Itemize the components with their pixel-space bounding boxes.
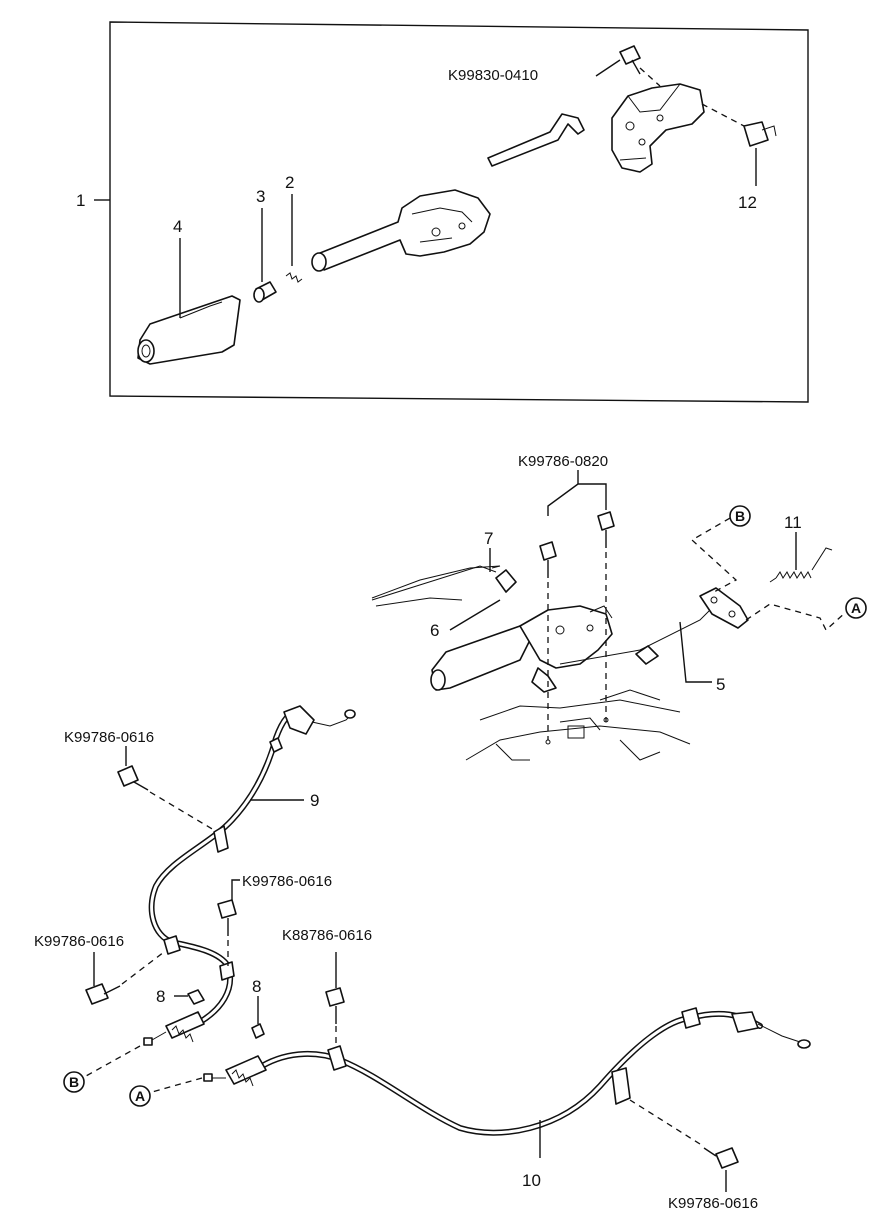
lever-bolt-left [539, 541, 557, 578]
lever-assembly-box [94, 21, 809, 403]
lever-body [311, 189, 491, 272]
rear-cable-9 [143, 705, 356, 1046]
lever-grip [137, 295, 241, 365]
part-code-lever-bolts: K99786-0820 [518, 453, 608, 470]
connector-b-circle [729, 505, 751, 527]
connector-a-left: A [135, 1088, 145, 1104]
callout-4: 4 [173, 217, 182, 236]
connector-a-circle [845, 597, 867, 619]
bolt-cable9-upper [117, 765, 149, 791]
lever-rod [487, 113, 585, 167]
button-spring [285, 272, 303, 283]
connector-a-right: A [851, 600, 861, 616]
cable-equalizer [699, 587, 749, 629]
part-code-top-bolt: K99830-0410 [448, 67, 538, 84]
cable-guide [635, 645, 659, 665]
callout-5: 5 [716, 675, 725, 694]
clip-8-right [251, 1023, 265, 1039]
part-code-cable9-mid: K99786-0616 [242, 873, 332, 890]
callout-12: 12 [738, 193, 757, 212]
brake-switch [743, 121, 777, 147]
installed-lever [430, 605, 613, 693]
callout-10: 10 [522, 1171, 541, 1190]
bolt-cable10-mid [325, 987, 345, 1024]
lever-bolt-right [597, 511, 615, 548]
callout-1: 1 [76, 191, 85, 210]
callout-9: 9 [310, 791, 319, 810]
callout-8-right: 8 [252, 977, 261, 996]
lever-bracket [611, 83, 705, 173]
bracket-bolt [619, 45, 641, 75]
callout-2: 2 [285, 173, 294, 192]
connector-b-right: B [735, 508, 745, 524]
release-button [253, 281, 277, 303]
bolt-cable9-mid [217, 899, 237, 936]
part-code-cable10-right: K99786-0616 [668, 1195, 758, 1212]
callout-8-left: 8 [156, 987, 165, 1006]
bolt-cable9-left [85, 983, 121, 1005]
connector-a-left-circle [129, 1085, 151, 1107]
connector-b-left: B [69, 1074, 79, 1090]
return-spring [769, 547, 833, 583]
bolt-cable10-right [703, 1147, 739, 1169]
callout-3: 3 [256, 187, 265, 206]
callout-7: 7 [484, 529, 493, 548]
part-code-cable10-mid: K88786-0616 [282, 927, 372, 944]
callout-6: 6 [430, 621, 439, 640]
adjuster-nut [491, 565, 517, 593]
connector-b-left-circle [63, 1071, 85, 1093]
rear-cable-10 [203, 1007, 811, 1136]
part-code-cable9-left: K99786-0616 [34, 933, 124, 950]
part-code-cable9-upper: K99786-0616 [64, 729, 154, 746]
clip-8-left [187, 989, 205, 1005]
floor-pan [371, 565, 691, 761]
callout-11: 11 [784, 513, 802, 532]
